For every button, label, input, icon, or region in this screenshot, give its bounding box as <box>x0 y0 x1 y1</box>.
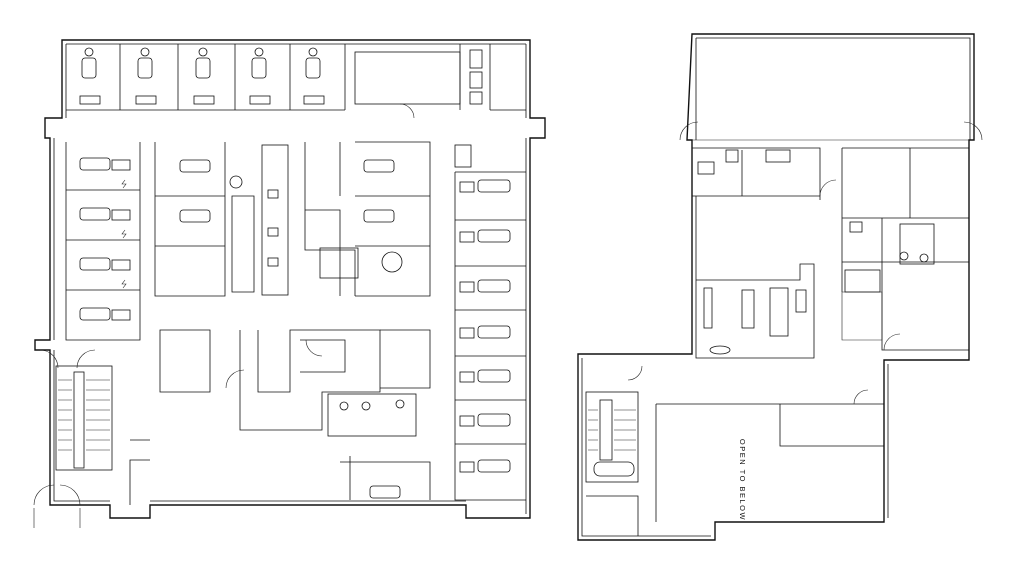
right-operatories <box>454 144 526 501</box>
upper-floor-plan: OPEN TO BELOW <box>577 33 983 541</box>
dental-chair <box>79 257 111 271</box>
dental-chair <box>179 159 211 173</box>
upper-floor-outer-wall <box>577 33 975 541</box>
dental-chair <box>81 57 97 79</box>
dental-chair <box>369 485 401 499</box>
dental-chair <box>137 57 153 79</box>
dental-chair <box>477 179 511 193</box>
dental-chair <box>477 459 511 473</box>
dental-chair <box>477 229 511 243</box>
dental-chair <box>477 325 511 339</box>
dental-chair <box>363 159 395 173</box>
center-rooms <box>154 141 431 500</box>
upper-floor-stair <box>585 391 639 536</box>
dental-chair <box>79 307 111 321</box>
dental-chair <box>477 279 511 293</box>
dental-chair <box>79 157 111 171</box>
dental-chair <box>79 207 111 221</box>
dental-chair <box>305 57 321 79</box>
dental-chair <box>195 57 211 79</box>
ground-floor-plan <box>33 39 546 528</box>
dental-chair <box>477 369 511 383</box>
entrance-door-swing <box>33 484 81 528</box>
dental-chair <box>477 413 511 427</box>
dental-chair <box>363 209 395 223</box>
open-to-below-label: OPEN TO BELOW <box>738 439 747 521</box>
ground-floor-stair <box>33 349 150 528</box>
dental-chair <box>179 209 211 223</box>
upper-middle-rooms <box>695 196 815 359</box>
lab-room <box>354 51 461 105</box>
dental-chair <box>251 57 267 79</box>
ground-floor-outer-wall <box>34 39 546 519</box>
left-operatories <box>65 142 141 341</box>
top-operatories <box>66 44 526 119</box>
